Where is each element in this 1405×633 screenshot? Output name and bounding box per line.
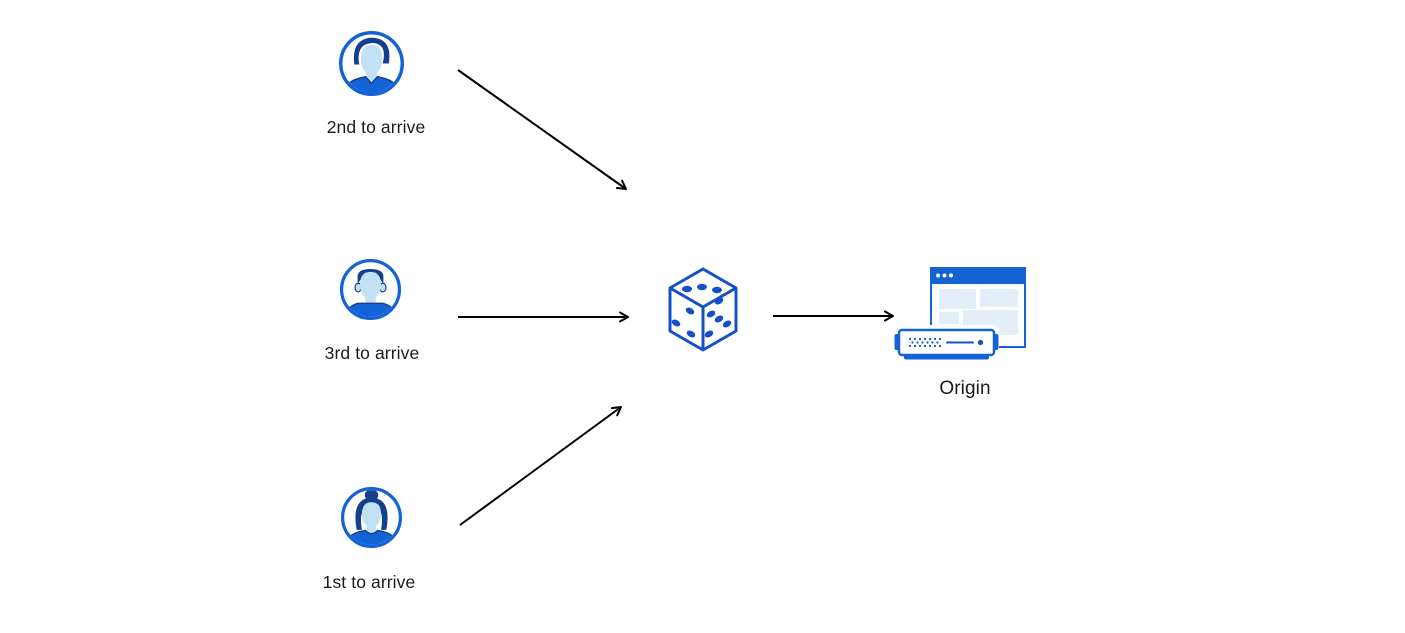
node-user-second (338, 30, 405, 102)
male-avatar-icon (339, 258, 402, 321)
node-origin (893, 262, 1029, 369)
node-dice (666, 266, 740, 359)
node-user-third (339, 258, 402, 326)
arrow-user-first-to-dice (459, 406, 622, 526)
node-label-user-third: 3rd to arrive (324, 343, 420, 363)
node-label-user-first: 1st to arrive (322, 572, 416, 592)
male-avatar-icon (339, 31, 404, 96)
node-label-origin: Origin (939, 378, 991, 399)
origin-server-icon (894, 267, 1026, 360)
node-user-first (340, 486, 403, 554)
arrow-user-second-to-dice (457, 69, 627, 190)
node-label-user-second: 2nd to arrive (326, 117, 426, 137)
female-avatar-icon (340, 486, 403, 549)
dice-icon (668, 267, 738, 352)
